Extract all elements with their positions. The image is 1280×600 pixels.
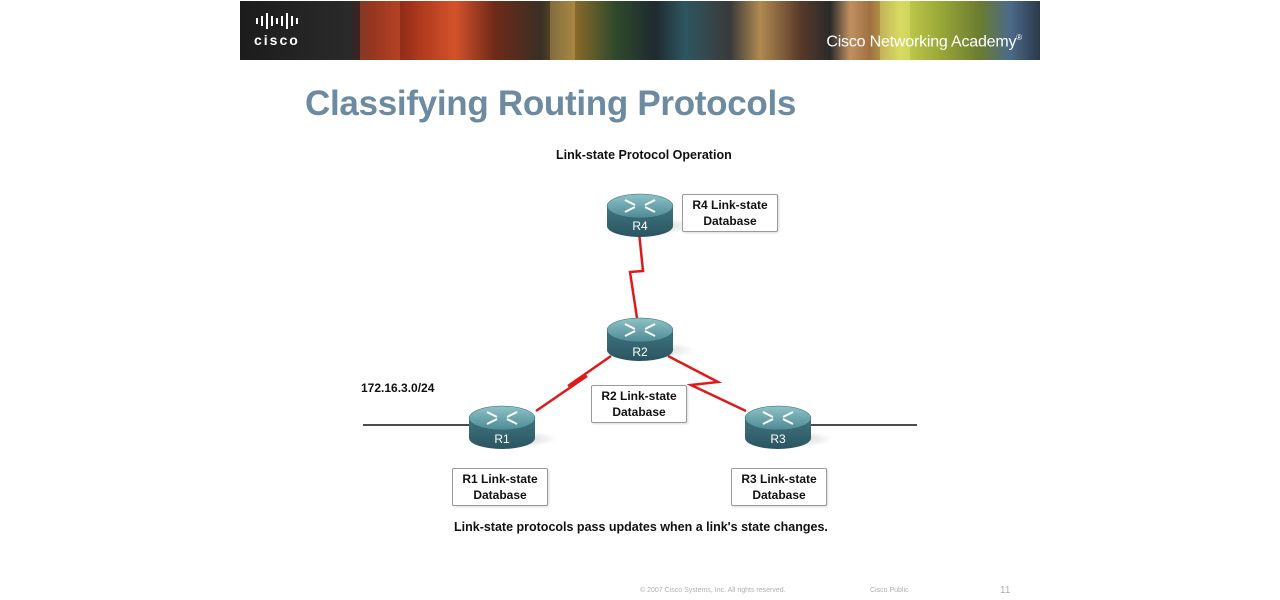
network-address-label: 172.16.3.0/24 — [361, 381, 435, 395]
r2-database-line1: R2 Link-state — [601, 389, 677, 403]
router-r2-label: R2 — [632, 345, 648, 359]
footer-classification: Cisco Public — [870, 587, 909, 594]
diagram-caption: Link-state protocols pass updates when a… — [454, 520, 828, 534]
router-r4-icon: R4 — [603, 193, 695, 237]
footer-copyright: © 2007 Cisco Systems, Inc. All rights re… — [640, 587, 786, 594]
slide-title: Classifying Routing Protocols — [305, 84, 797, 123]
r3-database-line2: Database — [752, 488, 806, 502]
serial-link-r1-r2 — [535, 354, 612, 413]
r4-database-line2: Database — [703, 214, 757, 228]
router-r1-label: R1 — [494, 432, 510, 446]
router-r4-label: R4 — [632, 219, 648, 233]
serial-link-r2-r4 — [628, 231, 645, 319]
r1-database-line1: R1 Link-state — [462, 472, 538, 486]
r2-database-line2: Database — [612, 405, 666, 419]
r4-database-line1: R4 Link-state — [692, 198, 768, 212]
router-r2-icon: R2 — [603, 317, 695, 361]
r3-database-box: R3 Link-state Database — [731, 468, 827, 506]
router-r1-icon: R1 — [465, 405, 557, 449]
router-r3-icon: R3 — [741, 405, 833, 449]
cisco-bars-icon — [256, 13, 334, 29]
r1-database-line2: Database — [473, 488, 527, 502]
cisco-logo: cisco — [254, 13, 334, 49]
r3-database-line1: R3 Link-state — [741, 472, 817, 486]
diagram-title: Link-state Protocol Operation — [556, 148, 732, 162]
academy-name: Cisco Networking Academy® — [826, 33, 1022, 51]
cisco-logo-text: cisco — [254, 32, 300, 48]
header-banner: cisco Cisco Networking Academy® — [240, 1, 1040, 60]
r4-database-box: R4 Link-state Database — [682, 194, 778, 232]
serial-link-r2-r3 — [667, 354, 747, 413]
slide: cisco Cisco Networking Academy® Classify… — [240, 0, 1040, 600]
router-r3-label: R3 — [770, 432, 786, 446]
r1-database-box: R1 Link-state Database — [452, 468, 548, 506]
r2-database-box: R2 Link-state Database — [591, 385, 687, 423]
network-topology: R4 R2 R1 — [363, 193, 917, 449]
page-number: 11 — [1000, 585, 1011, 596]
